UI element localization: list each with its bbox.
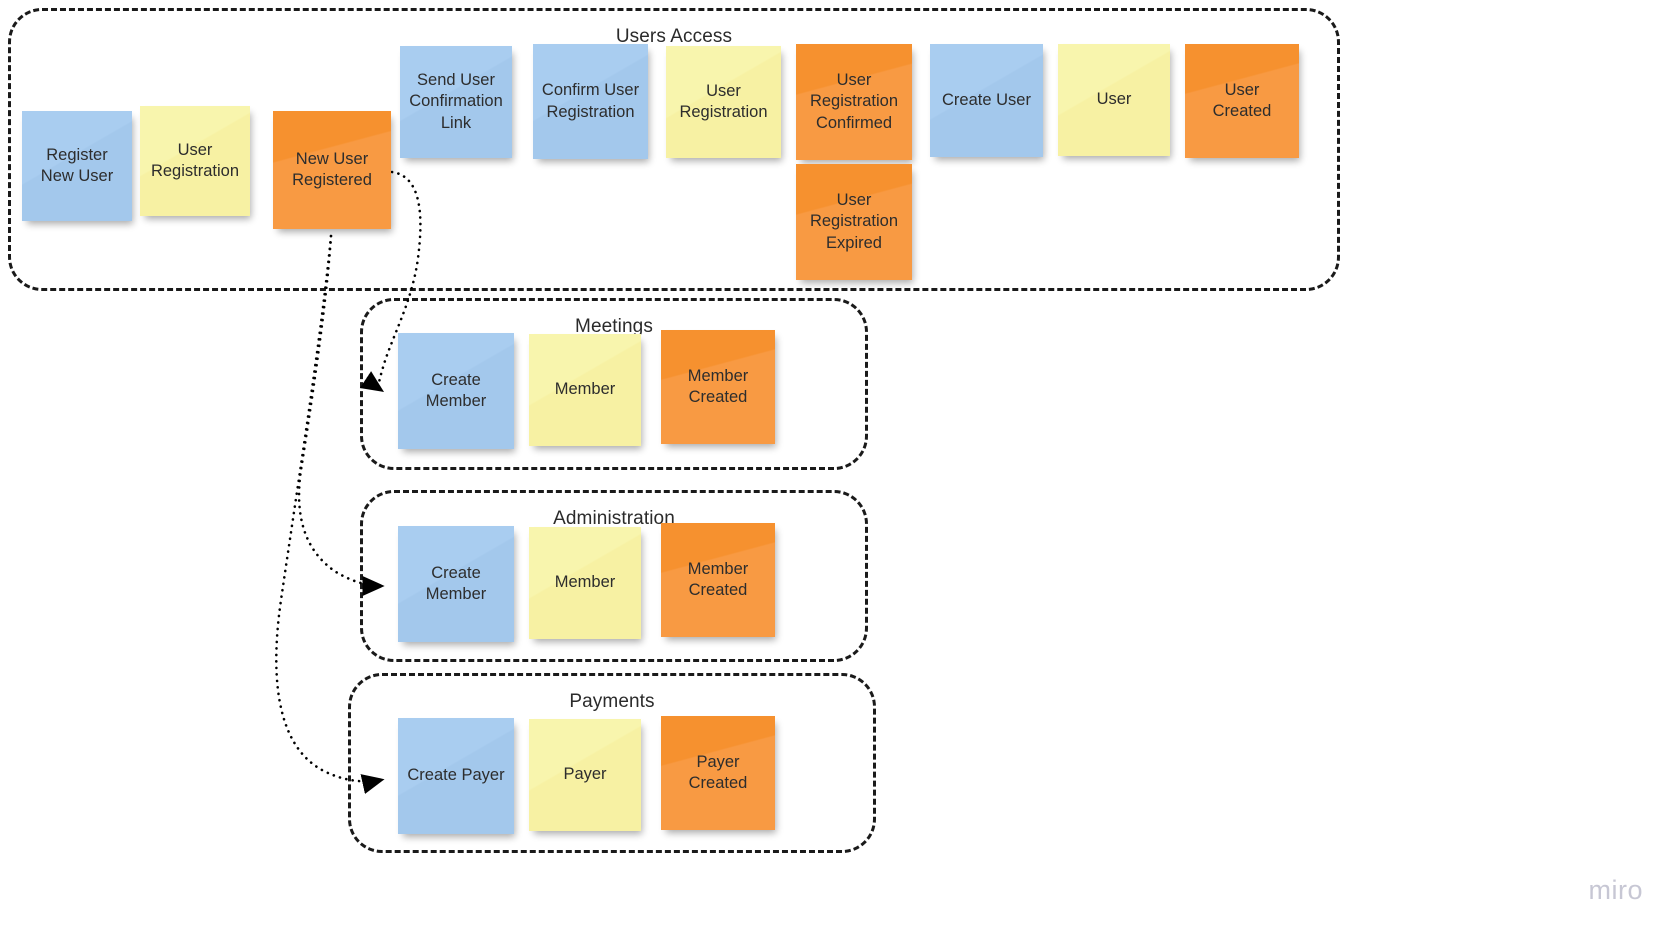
sticky-note-user-created[interactable]: User Created [1185, 44, 1299, 158]
sticky-note-payments-payer-created[interactable]: Payer Created [661, 716, 775, 830]
sticky-note-payments-create-payer[interactable]: Create Payer [398, 718, 514, 834]
sticky-note-label: Register New User [40, 145, 114, 185]
sticky-note-label: Member [554, 573, 616, 592]
sticky-note-user[interactable]: User [1058, 44, 1170, 156]
sticky-note-user-registration-expired[interactable]: User Registration Expired [796, 164, 912, 280]
sticky-note-label: Confirm User Registration [541, 81, 640, 121]
sticky-note-user-registration-confirmed[interactable]: User Registration Confirmed [796, 44, 912, 160]
sticky-note-meetings-member[interactable]: Member [529, 334, 641, 446]
sticky-note-label: Member [554, 380, 616, 399]
sticky-note-administration-create-member[interactable]: Create Member [398, 526, 514, 642]
sticky-note-meetings-create-member[interactable]: Create Member [398, 333, 514, 449]
sticky-note-label: Payer [563, 765, 607, 784]
sticky-note-confirm-user-registration[interactable]: Confirm User Registration [533, 44, 648, 159]
sticky-note-label: User Registration [150, 140, 240, 180]
sticky-note-label: Create Member [425, 563, 487, 603]
sticky-note-label: Member Created [687, 366, 749, 406]
sticky-note-label: User Registration [679, 81, 768, 121]
group-title-meetings: Meetings [575, 316, 653, 337]
group-title-users-access: Users Access [615, 26, 733, 47]
sticky-note-label: New User Registered [292, 149, 372, 189]
sticky-note-label: Create Member [425, 370, 487, 410]
sticky-note-label: User Registration Confirmed [809, 71, 899, 132]
sticky-note-administration-member[interactable]: Member [529, 527, 641, 639]
sticky-note-label: User Registration Expired [809, 191, 899, 252]
sticky-note-meetings-member-created[interactable]: Member Created [661, 330, 775, 444]
sticky-note-administration-member-created[interactable]: Member Created [661, 523, 775, 637]
sticky-note-label: Create User [942, 90, 1031, 109]
group-title-payments: Payments [569, 691, 655, 712]
sticky-note-label: Create Payer [407, 766, 505, 785]
sticky-note-label: Member Created [687, 559, 749, 599]
group-title-administration: Administration [553, 508, 675, 529]
sticky-note-register-new-user[interactable]: Register New User [22, 111, 132, 221]
sticky-note-new-user-registered[interactable]: New User Registered [273, 111, 391, 229]
sticky-note-send-user-confirmation-link[interactable]: Send User Confirmation Link [400, 46, 512, 158]
sticky-note-label: User Created [1212, 80, 1272, 120]
miro-watermark: miro [1588, 875, 1643, 905]
sticky-note-label: Send User Confirmation Link [409, 71, 503, 132]
sticky-note-label: User [1096, 90, 1132, 109]
sticky-note-create-user[interactable]: Create User [930, 44, 1043, 157]
sticky-note-user-registration-1[interactable]: User Registration [140, 106, 250, 216]
sticky-note-label: Payer Created [688, 752, 748, 792]
sticky-note-payments-payer[interactable]: Payer [529, 719, 641, 831]
sticky-note-user-registration-2[interactable]: User Registration [666, 46, 781, 158]
